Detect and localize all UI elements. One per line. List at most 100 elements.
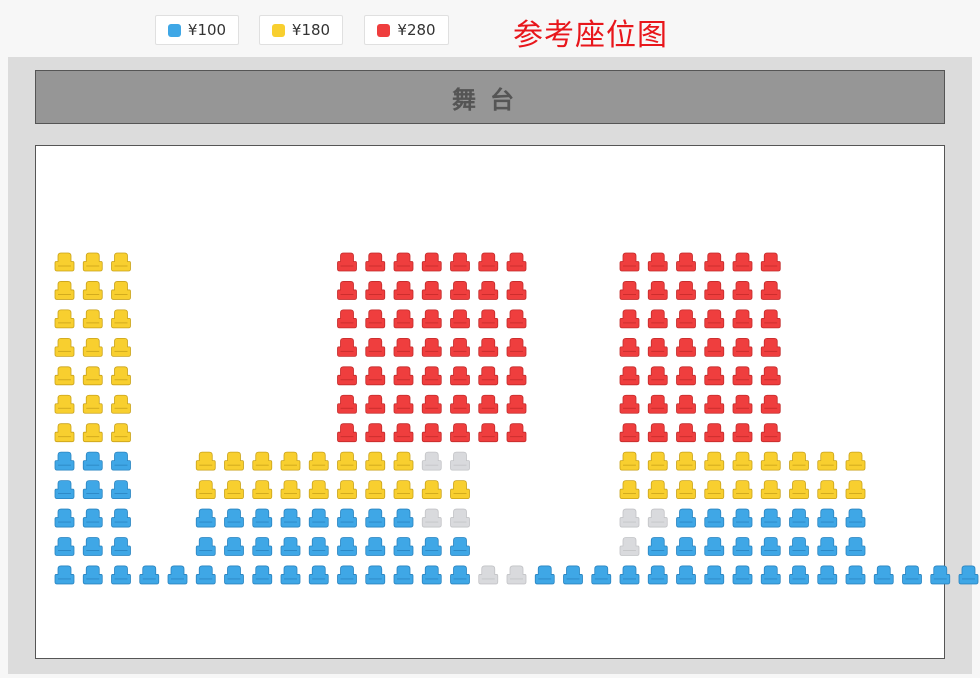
seat-blue[interactable]	[563, 565, 583, 585]
seat-red[interactable]	[619, 337, 640, 357]
seat-yellow[interactable]	[308, 451, 329, 471]
seat-red[interactable]	[506, 366, 527, 386]
seat-blue[interactable]	[111, 537, 131, 556]
seat-blue[interactable]	[54, 480, 75, 500]
seat-red[interactable]	[450, 423, 470, 443]
seat-yellow[interactable]	[82, 366, 103, 386]
seat-blue[interactable]	[308, 565, 329, 585]
seat-red[interactable]	[506, 394, 527, 414]
seat-blue[interactable]	[845, 537, 866, 556]
seat-yellow[interactable]	[647, 451, 668, 471]
seat-red[interactable]	[676, 281, 696, 300]
seat-yellow[interactable]	[619, 480, 640, 500]
seat-blue[interactable]	[789, 508, 809, 528]
seat-yellow[interactable]	[280, 480, 301, 500]
seat-blue[interactable]	[111, 508, 131, 528]
seat-blue[interactable]	[817, 508, 838, 528]
seat-blue[interactable]	[393, 565, 414, 585]
seat-blue[interactable]	[647, 565, 668, 585]
seat-blue[interactable]	[845, 508, 866, 528]
seat-blue[interactable]	[54, 508, 75, 528]
seat-red[interactable]	[478, 366, 499, 386]
seat-blue[interactable]	[534, 565, 555, 585]
seat-blue[interactable]	[54, 451, 75, 471]
seat-blue[interactable]	[280, 565, 301, 585]
seat-red[interactable]	[760, 309, 781, 329]
seat-red[interactable]	[478, 252, 499, 272]
seat-blue[interactable]	[817, 537, 838, 556]
seat-red[interactable]	[393, 337, 414, 357]
seat-red[interactable]	[393, 394, 414, 414]
seat-red[interactable]	[619, 366, 640, 386]
seat-yellow[interactable]	[760, 480, 781, 500]
seat-blue[interactable]	[337, 537, 357, 556]
seat-blue[interactable]	[195, 565, 216, 585]
seat-yellow[interactable]	[308, 480, 329, 500]
seat-yellow[interactable]	[337, 451, 357, 471]
seat-yellow[interactable]	[421, 480, 442, 500]
seat-blue[interactable]	[732, 565, 753, 585]
seat-red[interactable]	[676, 394, 696, 414]
seat-red[interactable]	[450, 252, 470, 272]
seat-yellow[interactable]	[82, 252, 103, 272]
seat-red[interactable]	[760, 394, 781, 414]
seat-blue[interactable]	[676, 537, 696, 556]
seat-blue[interactable]	[421, 565, 442, 585]
seat-blue[interactable]	[393, 537, 414, 556]
seat-yellow[interactable]	[393, 451, 414, 471]
price-filter-180[interactable]: ¥180	[259, 15, 343, 45]
seat-red[interactable]	[393, 281, 414, 300]
seat-red[interactable]	[647, 394, 668, 414]
seat-red[interactable]	[393, 252, 414, 272]
seat-blue[interactable]	[845, 565, 866, 585]
seat-yellow[interactable]	[760, 451, 781, 471]
seat-red[interactable]	[704, 423, 725, 443]
seat-red[interactable]	[365, 337, 386, 357]
seat-red[interactable]	[478, 423, 499, 443]
seat-red[interactable]	[421, 423, 442, 443]
seat-red[interactable]	[647, 309, 668, 329]
seat-red[interactable]	[619, 423, 640, 443]
seat-red[interactable]	[421, 337, 442, 357]
seat-red[interactable]	[732, 394, 753, 414]
seat-yellow[interactable]	[54, 252, 75, 272]
seat-blue[interactable]	[82, 565, 103, 585]
seat-yellow[interactable]	[450, 480, 470, 500]
seat-red[interactable]	[647, 252, 668, 272]
seat-blue[interactable]	[365, 537, 386, 556]
seat-red[interactable]	[676, 423, 696, 443]
seat-blue[interactable]	[789, 537, 809, 556]
seat-red[interactable]	[732, 337, 753, 357]
seat-red[interactable]	[337, 423, 357, 443]
seat-red[interactable]	[619, 309, 640, 329]
seat-yellow[interactable]	[704, 451, 725, 471]
seat-blue[interactable]	[252, 537, 273, 556]
seat-blue[interactable]	[252, 508, 273, 528]
seat-blue[interactable]	[450, 537, 470, 556]
seat-blue[interactable]	[732, 508, 753, 528]
seat-blue[interactable]	[139, 565, 160, 585]
seat-red[interactable]	[619, 394, 640, 414]
seat-blue[interactable]	[337, 565, 357, 585]
seat-red[interactable]	[365, 394, 386, 414]
seat-red[interactable]	[478, 281, 499, 300]
seat-red[interactable]	[506, 309, 527, 329]
seat-yellow[interactable]	[845, 480, 866, 500]
seat-yellow[interactable]	[337, 480, 357, 500]
seat-red[interactable]	[732, 366, 753, 386]
seat-yellow[interactable]	[111, 366, 131, 386]
seat-blue[interactable]	[760, 508, 781, 528]
seat-yellow[interactable]	[676, 480, 696, 500]
seat-blue[interactable]	[111, 480, 131, 500]
seat-red[interactable]	[647, 366, 668, 386]
seat-red[interactable]	[760, 366, 781, 386]
seat-blue[interactable]	[647, 537, 668, 556]
seat-red[interactable]	[450, 394, 470, 414]
seat-red[interactable]	[421, 394, 442, 414]
seat-blue[interactable]	[421, 537, 442, 556]
seat-red[interactable]	[704, 309, 725, 329]
seat-red[interactable]	[365, 252, 386, 272]
seat-yellow[interactable]	[54, 423, 75, 443]
seat-yellow[interactable]	[54, 337, 75, 357]
seat-yellow[interactable]	[365, 451, 386, 471]
